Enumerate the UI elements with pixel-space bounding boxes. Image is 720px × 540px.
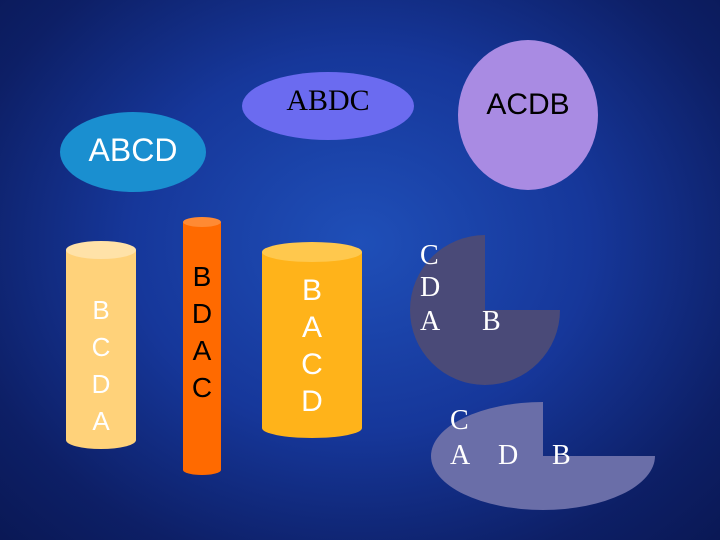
cylinder-1 xyxy=(66,241,136,449)
cylinder-2-letter-1: B xyxy=(192,261,212,292)
pie-2 xyxy=(431,402,655,510)
pie-2-letter-d: D xyxy=(498,440,519,471)
pie-1-letter-b: B xyxy=(482,306,501,337)
cylinder-1-letter-3: D xyxy=(91,369,111,399)
cylinder-1-letter-1: B xyxy=(92,295,110,325)
ellipse-acdb xyxy=(458,40,598,190)
ellipse-abcd-label: ABCD xyxy=(88,132,178,168)
ellipse-abcd xyxy=(60,112,206,192)
cylinder-3-letter-1: B xyxy=(301,274,322,307)
cylinder-2-letter-4: C xyxy=(191,372,213,403)
ellipse-abdc xyxy=(242,72,414,140)
pie-1 xyxy=(410,235,560,385)
pie-2-letter-c: C xyxy=(450,405,469,436)
cylinder-3-letters: B A C D xyxy=(262,272,362,420)
cylinder-2 xyxy=(183,217,221,475)
cylinder-1-letter-4: A xyxy=(92,406,110,436)
cylinder-1-letter-2: C xyxy=(91,332,111,362)
pie-2-letter-b: B xyxy=(552,440,571,471)
pie-2-letter-a: A xyxy=(450,440,471,471)
cylinder-2-letter-3: A xyxy=(192,335,212,366)
cylinder-3 xyxy=(262,242,362,438)
cylinder-3-letter-4: D xyxy=(301,385,323,418)
cylinder-2-letters: B D A C xyxy=(183,258,221,406)
cylinder-3-letter-3: C xyxy=(301,348,323,381)
pie-1-letter-a: A xyxy=(420,306,441,337)
ellipse-abdc-label: ABDC xyxy=(286,84,370,117)
cylinder-2-letter-2: D xyxy=(191,298,213,329)
cylinder-1-letters: B C D A xyxy=(66,292,136,440)
pie-1-letter-c: C xyxy=(420,240,439,271)
cylinder-3-letter-2: A xyxy=(301,311,322,344)
pie-1-letter-d: D xyxy=(420,272,441,303)
ellipse-acdb-label: ACDB xyxy=(486,88,570,121)
